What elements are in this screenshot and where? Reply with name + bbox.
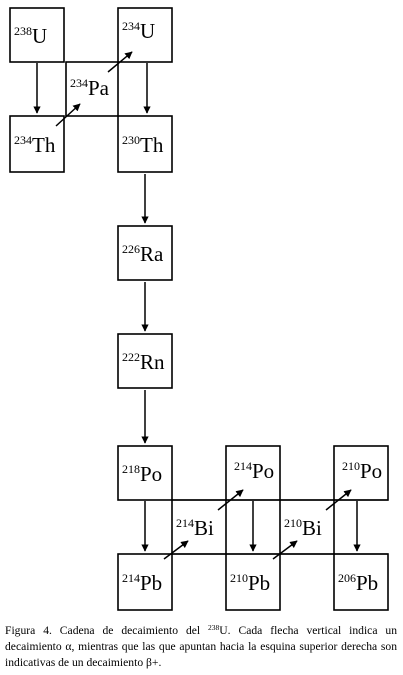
nuclide-label: 238U xyxy=(14,24,47,48)
nuclide-po218: 218Po xyxy=(117,445,173,501)
mass-number: 214 xyxy=(176,516,194,530)
beta-decay-arrow-pb210-to-bi210 xyxy=(272,540,298,560)
nuclide-box xyxy=(117,225,173,281)
element-symbol: Po xyxy=(252,459,274,483)
nuclide-label: 210Po xyxy=(342,459,382,483)
nuclide-label: 214Bi xyxy=(176,516,214,540)
element-symbol: U xyxy=(140,19,155,43)
element-symbol: Po xyxy=(140,462,162,486)
nuclide-box xyxy=(9,115,65,173)
caption-lead: Figura 4. Cadena de decaimiento del xyxy=(5,624,209,637)
element-symbol: Th xyxy=(140,133,164,157)
caption-symbol: U xyxy=(219,624,228,637)
beta-decay-arrow-pb214-to-bi214 xyxy=(163,540,189,560)
nuclide-label: 214Po xyxy=(234,459,274,483)
mass-number: 214 xyxy=(122,571,140,585)
nuclide-box xyxy=(225,553,281,611)
beta-decay-arrow-bi210-to-po210 xyxy=(325,489,352,511)
beta-decay-arrow-bi214-to-po214 xyxy=(217,489,244,511)
nuclide-bi214: 214Bi xyxy=(171,499,227,555)
element-symbol: Pb xyxy=(140,571,162,595)
mass-number: 222 xyxy=(122,350,140,364)
nuclide-label: 210Bi xyxy=(284,516,322,540)
nuclide-box xyxy=(117,553,173,611)
element-symbol: Po xyxy=(360,459,382,483)
nuclide-po210: 210Po xyxy=(333,445,389,501)
mass-number: 218 xyxy=(122,462,140,476)
nuclide-box xyxy=(171,499,227,555)
nuclide-label: 218Po xyxy=(122,462,162,486)
nuclide-label: 234Pa xyxy=(70,76,110,100)
nuclide-label: 206Pb xyxy=(338,571,378,595)
nuclide-label: 234U xyxy=(122,19,155,43)
nuclide-pb214: 214Pb xyxy=(117,553,173,611)
nuclide-pa234: 234Pa xyxy=(65,61,119,117)
nuclide-label: 214Pb xyxy=(122,571,162,595)
beta-decay-arrow-pa234-to-u234 xyxy=(107,51,133,73)
nuclide-label: 210Pb xyxy=(230,571,270,595)
mass-number: 210 xyxy=(342,459,360,473)
mass-number: 210 xyxy=(230,571,248,585)
nuclide-label: 230Th xyxy=(122,133,164,157)
element-symbol: Th xyxy=(32,133,56,157)
element-symbol: Rn xyxy=(140,350,165,374)
mass-number: 214 xyxy=(234,459,252,473)
nuclide-box xyxy=(225,445,281,501)
caption-mass-number: 238 xyxy=(208,623,220,632)
nuclide-box xyxy=(65,61,119,117)
nuclide-box xyxy=(279,499,335,555)
nuclide-pb206: 206Pb xyxy=(333,553,389,611)
nuclide-box xyxy=(117,445,173,501)
mass-number: 234 xyxy=(14,133,32,147)
nuclide-box xyxy=(333,445,389,501)
mass-number: 230 xyxy=(122,133,140,147)
nuclide-box xyxy=(9,7,65,63)
nuclide-label: 234Th xyxy=(14,133,56,157)
decay-arrows xyxy=(33,51,361,560)
nuclide-box xyxy=(117,333,173,389)
element-symbol: Pa xyxy=(88,76,110,100)
nuclide-ra226: 226Ra xyxy=(117,225,173,281)
nuclide-bi210: 210Bi xyxy=(279,499,335,555)
figure-caption: Figura 4. Cadena de decaimiento del 238U… xyxy=(5,623,397,671)
nuclide-th230: 230Th xyxy=(117,115,173,173)
nuclide-label: 222Rn xyxy=(122,350,165,374)
nuclide-box xyxy=(333,553,389,611)
element-symbol: Ra xyxy=(140,242,164,266)
nuclide-th234: 234Th xyxy=(9,115,65,173)
mass-number: 234 xyxy=(122,19,140,33)
mass-number: 226 xyxy=(122,242,140,256)
mass-number: 238 xyxy=(14,24,32,38)
nuclide-box xyxy=(117,7,173,63)
nuclide-rn222: 222Rn xyxy=(117,333,173,389)
element-symbol: U xyxy=(32,24,47,48)
element-symbol: Pb xyxy=(356,571,378,595)
element-symbol: Pb xyxy=(248,571,270,595)
beta-decay-arrow-th234-to-pa234 xyxy=(55,103,81,127)
element-symbol: Bi xyxy=(194,516,214,540)
nuclide-po214: 214Po xyxy=(225,445,281,501)
element-symbol: Bi xyxy=(302,516,322,540)
nuclide-pb210: 210Pb xyxy=(225,553,281,611)
mass-number: 206 xyxy=(338,571,356,585)
caption-rest: . Cada flecha vertical indica un decaimi… xyxy=(5,624,397,669)
mass-number: 234 xyxy=(70,76,88,90)
nuclide-box xyxy=(117,115,173,173)
nuclide-label: 226Ra xyxy=(122,242,164,266)
nuclide-u234: 234U xyxy=(117,7,173,63)
mass-number: 210 xyxy=(284,516,302,530)
nuclide-u238: 238U xyxy=(9,7,65,63)
